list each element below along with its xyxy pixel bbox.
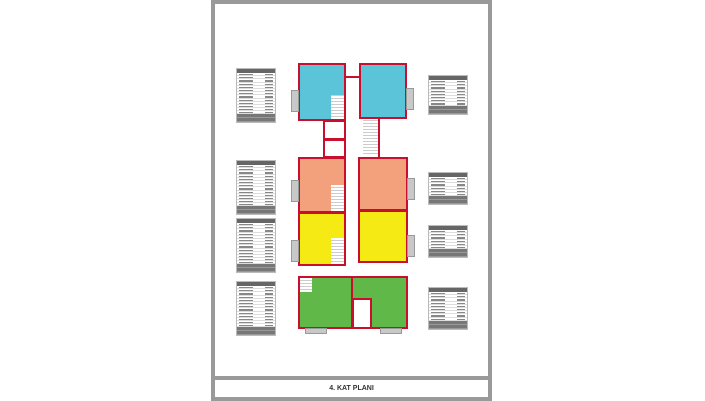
ground-room — [352, 298, 372, 329]
wall-link — [346, 76, 359, 78]
unit-third-right — [358, 210, 408, 263]
stair-central — [363, 120, 378, 156]
wall-corridor — [378, 119, 380, 157]
shaft-1 — [323, 120, 346, 140]
area-table — [236, 160, 276, 216]
balcony — [291, 240, 299, 262]
area-table — [428, 287, 468, 330]
balcony — [407, 235, 415, 257]
stair-left — [331, 185, 344, 211]
balcony — [380, 328, 402, 334]
unit-second-right — [358, 157, 408, 211]
area-table — [236, 281, 276, 337]
balcony — [291, 90, 299, 112]
unit-top-right — [359, 63, 407, 119]
stair-left-2 — [331, 238, 344, 264]
stair-top-left — [331, 95, 344, 119]
area-table — [428, 75, 468, 115]
balcony — [407, 178, 415, 200]
area-table — [428, 225, 468, 259]
balcony — [305, 328, 327, 334]
balcony — [291, 180, 299, 202]
area-table — [236, 218, 276, 274]
title-block: 4. KAT PLANI — [215, 380, 488, 397]
plan-title: 4. KAT PLANI — [329, 385, 374, 392]
balcony — [406, 88, 414, 110]
area-table — [236, 68, 276, 124]
shaft-2 — [323, 139, 346, 158]
area-table — [428, 172, 468, 206]
stair-ground — [300, 278, 312, 292]
